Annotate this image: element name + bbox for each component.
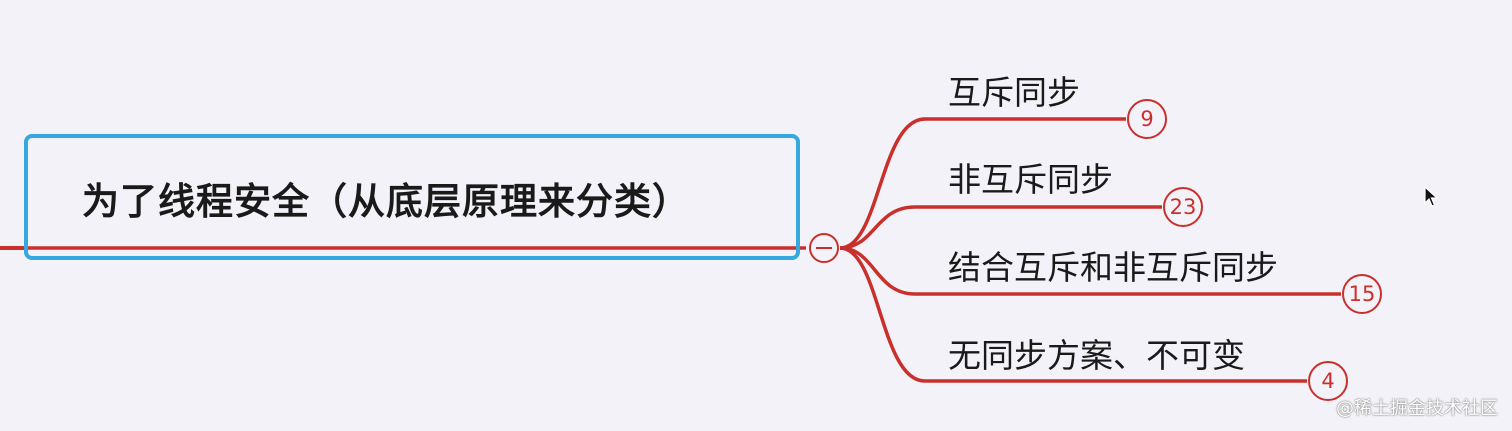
branch-count-badge[interactable]: 9 bbox=[1127, 99, 1167, 139]
branch-count-badge[interactable]: 4 bbox=[1308, 361, 1348, 401]
branch-count-badge[interactable]: 15 bbox=[1342, 274, 1382, 314]
central-topic-box[interactable] bbox=[24, 134, 800, 260]
mouse-pointer-icon bbox=[1424, 186, 1438, 207]
branch-label-combined-sync[interactable]: 结合互斥和非互斥同步 bbox=[948, 248, 1278, 287]
branch-label-no-sync-immutable[interactable]: 无同步方案、不可变 bbox=[948, 336, 1245, 375]
watermark: @稀土掘金技术社区 bbox=[1336, 398, 1498, 419]
connector-branch-4 bbox=[839, 246, 1307, 383]
minus-glyph bbox=[816, 246, 832, 250]
central-topic-title: 为了线程安全（从底层原理来分类） bbox=[82, 180, 690, 223]
branch-count-badge[interactable]: 23 bbox=[1163, 187, 1203, 227]
collapse-minus-icon[interactable] bbox=[809, 233, 839, 263]
branch-label-mutex-sync[interactable]: 互斥同步 bbox=[948, 73, 1080, 112]
connector-branch-1 bbox=[839, 117, 1126, 250]
connector-branch-2 bbox=[839, 205, 1162, 250]
branch-label-non-mutex-sync[interactable]: 非互斥同步 bbox=[948, 160, 1113, 199]
